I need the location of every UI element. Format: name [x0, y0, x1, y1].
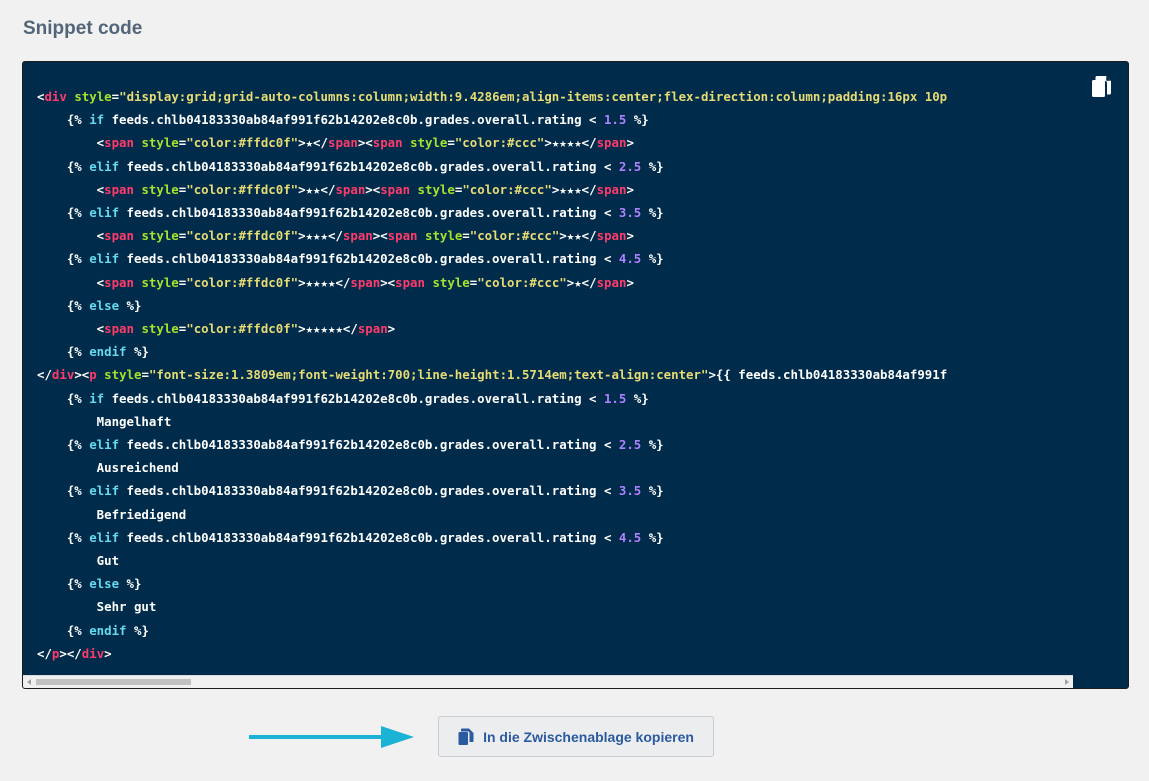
code-line: <div style="display:grid;grid-auto-colum… — [37, 89, 948, 104]
code-line: Mangelhaft — [37, 413, 172, 429]
code-line: {% elif feeds.chlb04183330ab84af991f62b1… — [37, 251, 664, 267]
code-line: {% elif feeds.chlb04183330ab84af991f62b1… — [37, 529, 664, 545]
code-line: <span style="color:#ffdc0f">★★★★</span><… — [37, 274, 634, 290]
code-line: {% elif feeds.chlb04183330ab84af991f62b1… — [37, 437, 664, 453]
code-line: <span style="color:#ffdc0f">★</span><spa… — [37, 135, 634, 151]
code-line: </div><p style="font-size:1.3809em;font-… — [37, 367, 948, 383]
copy-icon[interactable] — [1090, 74, 1114, 100]
code-line: </p></div> — [37, 645, 112, 661]
code-line: {% if feeds.chlb04183330ab84af991f62b142… — [37, 112, 649, 128]
code-line: {% else %} — [37, 576, 142, 592]
code-panel: <div style="display:grid;grid-auto-colum… — [22, 61, 1129, 689]
code-line: Sehr gut — [37, 599, 157, 615]
code-line: {% endif %} — [37, 344, 149, 360]
code-line: <span style="color:#ffdc0f">★★★★★</span> — [37, 321, 396, 337]
code-line: {% else %} — [37, 297, 142, 313]
code-line: <span style="color:#ffdc0f">★★</span><sp… — [37, 181, 634, 197]
code-line: Befriedigend — [37, 506, 187, 522]
code-line: {% if feeds.chlb04183330ab84af991f62b142… — [37, 390, 649, 406]
copy-to-clipboard-button[interactable]: In die Zwischenablage kopieren — [438, 716, 714, 757]
horizontal-scrollbar[interactable] — [23, 675, 1073, 688]
code-line: <span style="color:#ffdc0f">★★★</span><s… — [37, 228, 634, 244]
code-line: {% elif feeds.chlb04183330ab84af991f62b1… — [37, 205, 664, 221]
copy-button-label: In die Zwischenablage kopieren — [483, 728, 694, 745]
code-line: {% elif feeds.chlb04183330ab84af991f62b1… — [37, 483, 664, 499]
scroll-thumb[interactable] — [36, 679, 191, 685]
code-line: {% elif feeds.chlb04183330ab84af991f62b1… — [37, 158, 664, 174]
section-title: Snippet code — [23, 18, 143, 39]
scroll-right-arrow-icon[interactable] — [1061, 676, 1073, 688]
code-line: Gut — [37, 553, 120, 569]
scroll-left-arrow-icon[interactable] — [23, 676, 35, 688]
arrow-right-icon — [249, 726, 414, 748]
code-block[interactable]: <div style="display:grid;grid-auto-colum… — [37, 85, 1087, 665]
clipboard-icon — [458, 728, 474, 745]
code-line: {% endif %} — [37, 622, 149, 638]
code-line: Ausreichend — [37, 460, 179, 476]
